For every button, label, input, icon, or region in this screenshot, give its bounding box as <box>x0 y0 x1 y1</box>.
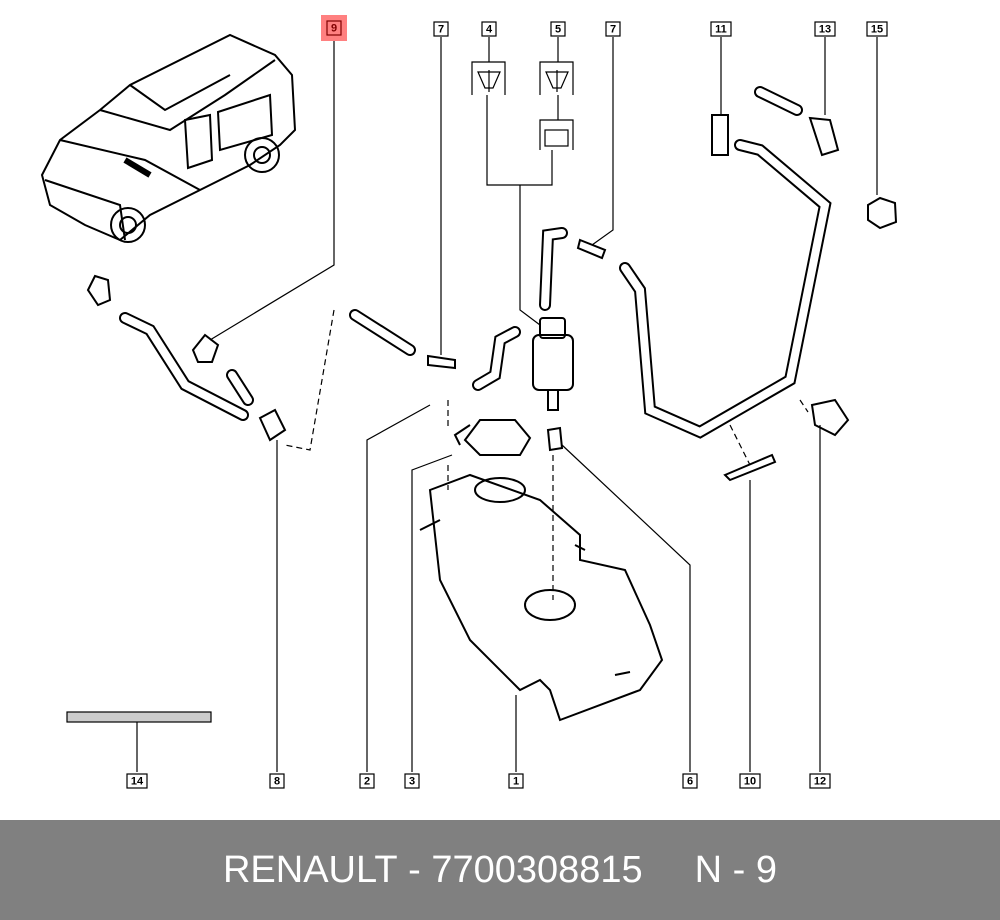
callout-13[interactable]: 13 <box>814 21 836 37</box>
callout-label: 2 <box>364 776 370 788</box>
washer-pump <box>532 317 574 452</box>
callout-label: 6 <box>687 776 693 788</box>
footer-position-label: N - 9 <box>694 848 778 891</box>
footer-brand: RENAULT <box>222 848 398 891</box>
callout-label: 9 <box>331 23 337 35</box>
parts-diagram: 9 7 4 5 7 11 13 15 14 8 2 3 1 6 10 12 <box>40 15 898 789</box>
callout-label: 8 <box>274 776 280 788</box>
insulation-strip <box>66 711 212 723</box>
callout-label: 11 <box>715 24 727 36</box>
callout-3[interactable]: 3 <box>404 773 420 789</box>
callout-15[interactable]: 15 <box>866 21 888 37</box>
callout-14[interactable]: 14 <box>126 773 148 789</box>
callout-label: 4 <box>486 24 493 36</box>
callout-8[interactable]: 8 <box>269 773 285 789</box>
callout-5[interactable]: 5 <box>550 21 566 37</box>
callout-12[interactable]: 12 <box>809 773 831 789</box>
callout-label: 12 <box>814 776 826 788</box>
reservoir <box>419 419 664 722</box>
leader-lines <box>136 37 878 772</box>
callout-label: 3 <box>409 776 415 788</box>
left-nozzle-hose-assembly <box>86 274 287 442</box>
callout-9[interactable]: 9 <box>321 15 347 41</box>
footer-separator: - <box>397 848 432 891</box>
callout-label: 7 <box>438 24 444 36</box>
callout-7-right[interactable]: 7 <box>605 21 621 37</box>
callout-1[interactable]: 1 <box>508 773 524 789</box>
callout-label: 7 <box>610 24 616 36</box>
callout-6[interactable]: 6 <box>682 773 698 789</box>
callout-label: 13 <box>819 24 831 36</box>
right-connectors <box>711 114 898 482</box>
callout-10[interactable]: 10 <box>739 773 761 789</box>
callout-label: 5 <box>555 24 561 36</box>
callout-label: 14 <box>131 776 144 788</box>
callout-label: 1 <box>513 776 519 788</box>
center-pipes <box>349 86 832 439</box>
callout-7-left[interactable]: 7 <box>433 21 449 37</box>
callout-4[interactable]: 4 <box>481 21 497 37</box>
callout-2[interactable]: 2 <box>359 773 375 789</box>
callout-label: 10 <box>744 776 756 788</box>
footer-bar: RENAULT - 7700308815 N - 9 <box>0 820 1000 920</box>
callout-11[interactable]: 11 <box>710 21 732 37</box>
footer-part-number: 7700308815 <box>431 848 643 891</box>
callout-label: 15 <box>871 24 883 36</box>
vehicle-illustration <box>40 33 297 243</box>
